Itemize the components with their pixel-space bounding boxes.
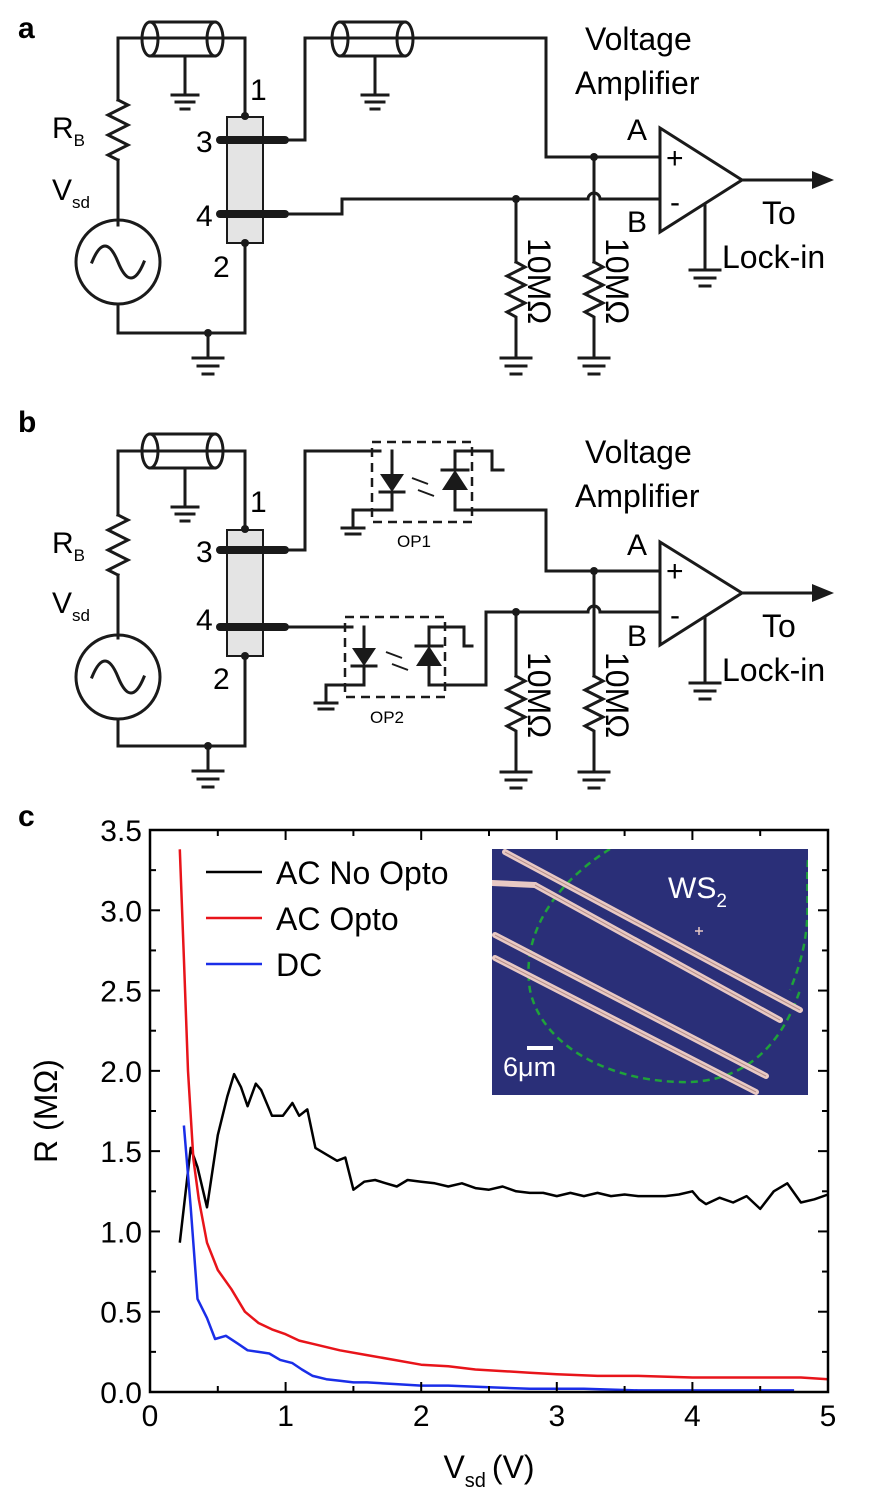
amp-title-1: Voltage (585, 434, 692, 470)
resistor-rb-b (104, 512, 132, 578)
amplifier-icon (658, 539, 745, 648)
output-label-1: To (762, 195, 796, 231)
device-bar (226, 116, 264, 244)
ground-icon (191, 769, 225, 789)
x-tick-label: 3 (548, 1400, 565, 1433)
x-axis-label: Vsd(V) (443, 1449, 534, 1492)
plus-sign: + (666, 142, 684, 175)
amp-title-2: Amplifier (575, 478, 700, 514)
x-tick-label: 5 (820, 1400, 837, 1433)
input-a-label: A (627, 114, 647, 147)
y-tick-label: 2.5 (100, 976, 142, 1009)
optocoupler-op2 (313, 610, 488, 711)
coax-cable-icon (330, 20, 415, 111)
panel-b-label: b (18, 406, 36, 439)
source-label: Vsd (52, 174, 90, 212)
x-tick-label: 0 (142, 1400, 159, 1433)
source-label: Vsd (52, 587, 90, 625)
minus-sign: - (670, 599, 680, 632)
minus-sign: - (670, 186, 680, 219)
load-resistor-label: 10MΩ (521, 238, 557, 324)
scale-bar-label: 6μm (503, 1052, 556, 1082)
inset-material-label: WS2 (668, 872, 727, 912)
legend: AC No Opto AC Opto DC (206, 855, 449, 983)
y-tick-label: 0.5 (100, 1297, 142, 1330)
plus-sign: + (666, 555, 684, 588)
coax-cable-icon (140, 432, 225, 523)
load-resistor-label: 10MΩ (599, 238, 635, 324)
resistor-rb-a (104, 97, 132, 163)
resistor-label: RB (52, 112, 85, 150)
pin-4: 4 (196, 200, 213, 233)
pin-1: 1 (250, 74, 267, 107)
load-resistor-label: 10MΩ (521, 652, 557, 738)
series-line-ac-opto (178, 849, 829, 1381)
amp-title-1: Voltage (585, 21, 692, 57)
pin-4: 4 (196, 604, 213, 637)
ground-icon (191, 356, 225, 376)
ground-icon (499, 356, 533, 376)
output-label-2: Lock-in (722, 652, 825, 688)
input-b-label: B (627, 620, 647, 653)
axis-ticks: 0 1 2 3 4 5 0.0 0.5 1.0 1.5 2.0 2.5 3.0 3.5 (100, 815, 836, 1433)
output-label-2: Lock-in (722, 239, 825, 275)
y-tick-label: 0.0 (100, 1377, 142, 1410)
pin-3: 3 (196, 126, 213, 159)
x-tick-label: 2 (413, 1400, 430, 1433)
y-tick-label: 3.5 (100, 815, 142, 848)
panel-b-circuit: b 1 3 4 2 RB Vsd (18, 406, 834, 790)
y-tick-label: 1.5 (100, 1136, 142, 1169)
legend-label-ac-no-opto: AC No Opto (276, 855, 449, 891)
y-axis-label: R (MΩ) (28, 1059, 64, 1163)
resistor-label: RB (52, 527, 85, 565)
scale-bar (527, 1046, 553, 1050)
amp-title-2: Amplifier (575, 65, 700, 101)
panel-a-label: a (18, 12, 35, 45)
x-tick-label: 1 (277, 1400, 294, 1433)
panel-a-circuit: a 1 3 4 2 RB Vsd (18, 12, 834, 376)
output-label-1: To (762, 608, 796, 644)
ground-icon (577, 770, 611, 790)
series-line-ac-no-opto (178, 1072, 829, 1243)
ground-icon (577, 356, 611, 376)
pin-2: 2 (213, 663, 230, 696)
pin-1: 1 (250, 486, 267, 519)
load-resistor-label: 10MΩ (599, 652, 635, 738)
op1-label: OP1 (397, 532, 431, 551)
amplifier-icon (658, 125, 745, 235)
legend-label-dc: DC (276, 947, 322, 983)
ground-icon (499, 770, 533, 790)
input-a-label: A (627, 529, 647, 562)
x-tick-label: 4 (684, 1400, 701, 1433)
inset-micrograph: WS2 6μm (492, 849, 808, 1095)
flake-outline (527, 849, 802, 1084)
op2-label: OP2 (370, 708, 404, 727)
pin-2: 2 (213, 251, 230, 284)
legend-label-ac-opto: AC Opto (276, 901, 399, 937)
series-line-dc (182, 1125, 795, 1392)
y-tick-label: 3.0 (100, 895, 142, 928)
optocoupler-op1 (340, 440, 548, 536)
pin-3: 3 (196, 536, 213, 569)
coax-cable-icon (140, 20, 225, 111)
y-tick-label: 2.0 (100, 1056, 142, 1089)
input-b-label: B (627, 206, 647, 239)
panel-c-label: c (18, 800, 35, 833)
y-tick-label: 1.0 (100, 1216, 142, 1249)
